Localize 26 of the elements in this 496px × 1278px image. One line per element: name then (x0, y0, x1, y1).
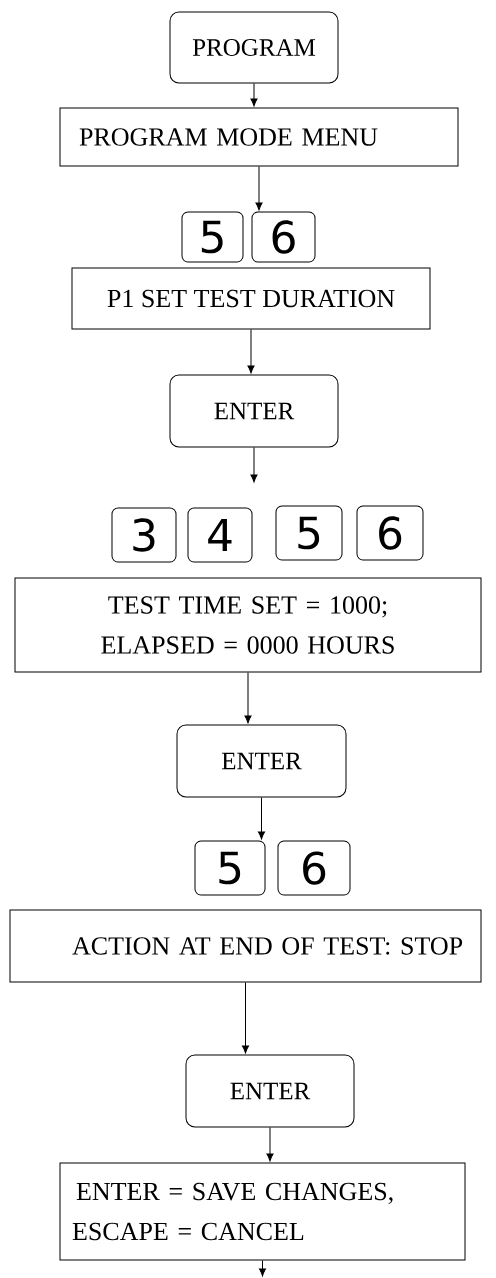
number-key: 5 (275, 505, 343, 561)
arrow (255, 166, 263, 211)
number-key: 6 (356, 505, 424, 561)
display-box: ENTER = SAVE CHANGES, ESCAPE = CANCEL (59, 1162, 466, 1261)
number-key: 4 (187, 507, 253, 563)
key-button: ENTER (169, 374, 339, 448)
number-key: 5 (194, 840, 266, 896)
display-box: P1 SET TEST DURATION (71, 267, 431, 330)
number-key: 6 (251, 211, 316, 263)
number-key: 5 (181, 211, 244, 263)
arrow (244, 672, 252, 724)
key-button: ENTER (185, 1054, 355, 1128)
display-box: TEST TIME SET = 1000; ELAPSED = 0000 HOURS (14, 577, 482, 673)
arrow (241, 982, 250, 1054)
arrow (257, 797, 266, 840)
display-box: PROGRAM MODE MENU (59, 107, 459, 167)
arrow (250, 447, 258, 483)
arrow (266, 1127, 274, 1162)
key-button: ENTER (176, 724, 347, 798)
key-button: PROGRAM (169, 11, 339, 84)
display-box: ACTION AT END OF TEST: STOP (9, 909, 482, 983)
arrow (258, 1260, 267, 1277)
number-key: 6 (277, 840, 351, 896)
arrow (247, 329, 255, 374)
number-key: 3 (111, 507, 177, 563)
arrow (250, 83, 258, 107)
